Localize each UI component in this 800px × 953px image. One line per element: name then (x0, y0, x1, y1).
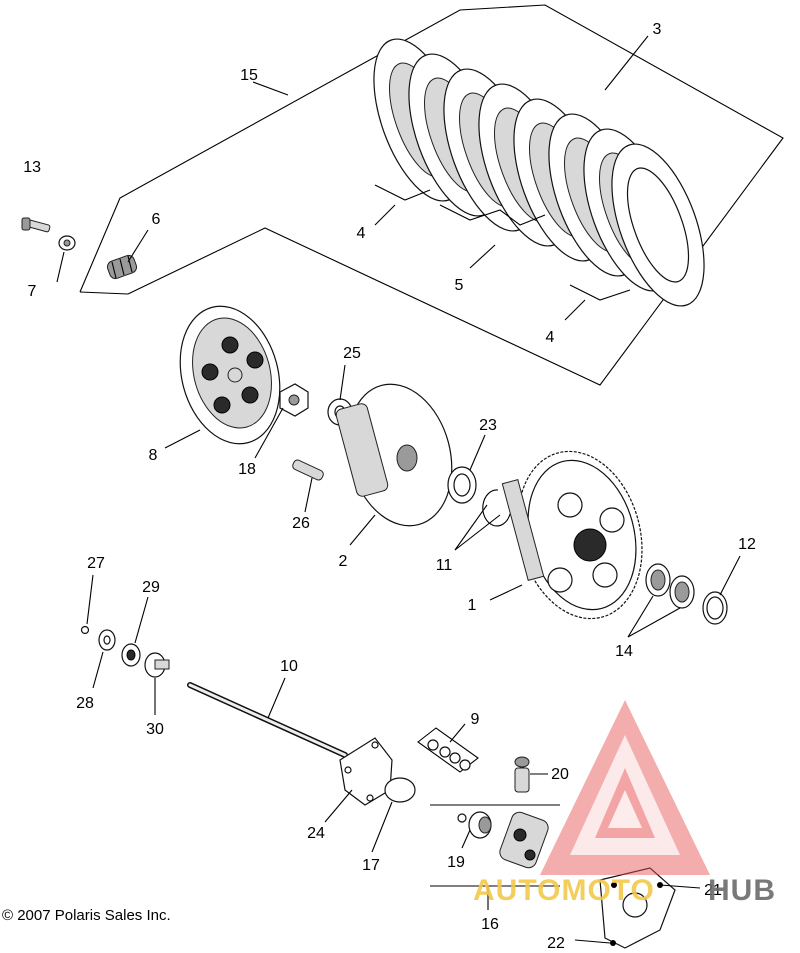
callout-21: 21 (704, 882, 722, 899)
clutch-bolt (21, 217, 51, 233)
push-rod (187, 682, 348, 758)
washer (58, 235, 76, 251)
bearing (645, 563, 671, 597)
clutch-kit-outline (79, 4, 784, 386)
callout-2: 2 (339, 553, 348, 570)
callout-12: 12 (738, 536, 756, 553)
bearing (669, 575, 695, 609)
actuator-piston (468, 811, 492, 839)
bleeder-valve (514, 756, 530, 793)
copyright-notice: © 2007 Polaris Sales Inc. (2, 907, 171, 924)
callout-4-lower: 4 (546, 329, 555, 346)
callout-5: 5 (455, 277, 464, 294)
callout-29: 29 (142, 579, 160, 596)
callout-9: 9 (471, 711, 480, 728)
callout-4-upper: 4 (357, 225, 366, 242)
friction-plate (611, 143, 705, 307)
callout-8: 8 (149, 447, 158, 464)
pressure-plate (179, 305, 281, 445)
callout-3: 3 (653, 21, 662, 38)
callout-26: 26 (292, 515, 310, 532)
callout-27: 27 (87, 555, 105, 572)
thrust-washer (447, 466, 477, 504)
clutch-plate-stack (373, 38, 705, 307)
callout-7: 7 (28, 283, 37, 300)
callout-16: 16 (481, 916, 499, 933)
callout-24: 24 (307, 825, 325, 842)
actuator-body (499, 811, 549, 869)
watermark-logo (540, 700, 710, 875)
watermark-text: AUTOMOTO HUB (473, 874, 776, 907)
inner-clutch-hub (335, 383, 453, 527)
callout-14: 14 (615, 643, 633, 660)
seal-ring (702, 591, 728, 625)
clutch-spring (106, 254, 138, 280)
o-ring (384, 777, 416, 803)
callout-11: 11 (436, 557, 453, 574)
ball (80, 625, 90, 635)
callout-25: 25 (343, 345, 361, 362)
callout-10: 10 (280, 658, 298, 675)
snap-ring (482, 489, 511, 527)
callout-28: 28 (76, 695, 94, 712)
cover-plate (599, 867, 676, 949)
callout-17: 17 (362, 857, 380, 874)
seal-kit-box (417, 727, 479, 773)
callout-6: 6 (152, 211, 161, 228)
callout-30: 30 (146, 721, 164, 738)
bearing-29 (121, 643, 141, 667)
callout-1: 1 (468, 597, 477, 614)
callout-13: 13 (23, 159, 41, 176)
leader-lines (56, 35, 741, 944)
callout-19: 19 (447, 854, 465, 871)
watermark-text-a: AUTOMOTO (473, 874, 655, 907)
bushing-30 (144, 652, 170, 678)
callout-22: 22 (547, 935, 565, 952)
callout-18: 18 (238, 461, 256, 478)
callout-20: 20 (551, 766, 569, 783)
small-ball-19 (457, 813, 467, 823)
callout-15: 15 (240, 67, 258, 84)
clutch-basket-gear (501, 450, 643, 620)
hub-nut (279, 383, 309, 417)
dowel-pin (292, 459, 324, 481)
washer-28 (98, 629, 116, 651)
callout-23: 23 (479, 417, 497, 434)
watermark-text-b: HUB (708, 874, 776, 907)
